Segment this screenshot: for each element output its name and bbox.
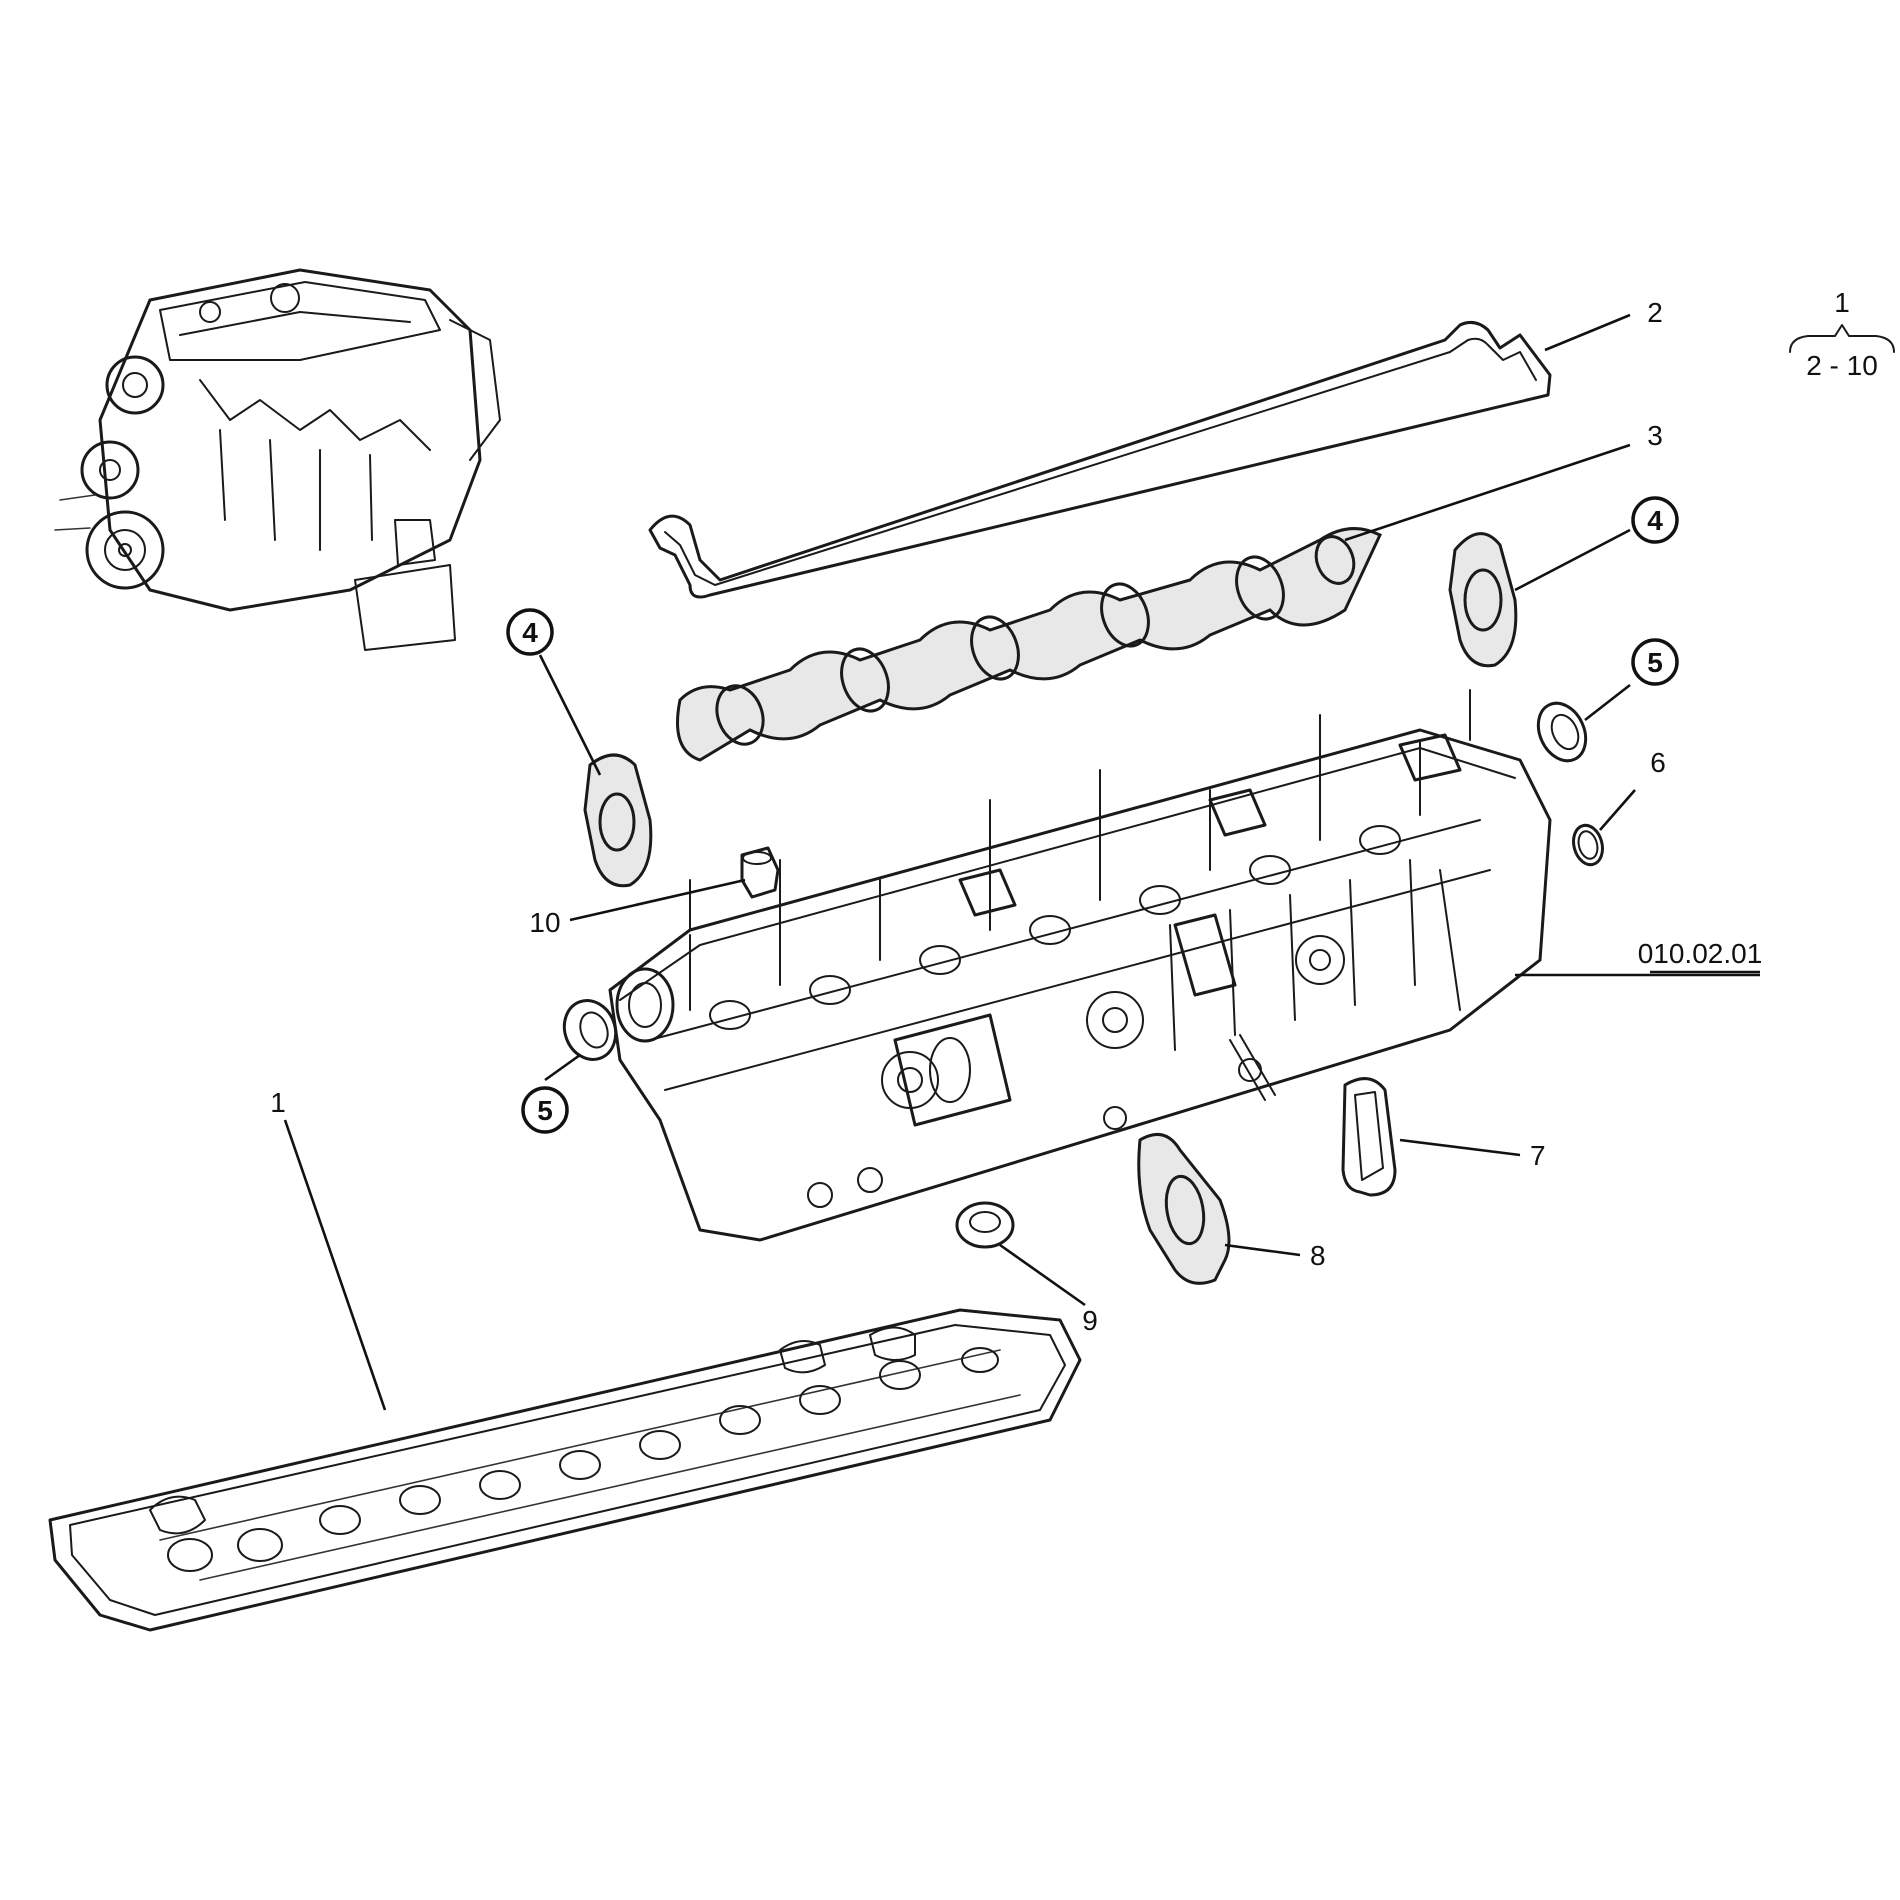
callout-3: 3 [1647,420,1663,451]
callout-2: 2 [1647,297,1663,328]
callout-5-left-ring [521,1086,569,1134]
oil-seal-right [1536,701,1588,763]
engine-overview-illustration [54,268,501,651]
reference-bracket: 1 2 - 10 [1789,287,1895,381]
callout-4-left-ring [506,608,554,656]
reference-range: 2 - 10 [1806,350,1878,381]
callout-5-right-ring [1631,638,1679,686]
flange-gasket-left [583,753,653,888]
reference-top-number: 1 [1834,287,1850,318]
callout-10: 10 [529,907,560,938]
rectangular-gasket [1341,1077,1397,1197]
intake-manifold-gasket [676,527,1382,762]
callout-4-right: 4 [1647,505,1663,536]
o-ring [1572,823,1604,867]
callout-5-left: 5 [537,1095,553,1126]
exhaust-flange-gasket [1137,1132,1231,1285]
callout-4-right-ring [1631,496,1679,544]
screw-plug [740,846,780,899]
callout-4-left: 4 [522,617,538,648]
callout-5-right: 5 [1647,647,1663,678]
valve-cover-gasket [648,320,1552,599]
cylinder-head [608,689,1552,1242]
callout-9: 9 [1082,1305,1098,1336]
callout-8: 8 [1310,1240,1326,1271]
callout-1: 1 [270,1087,286,1118]
callout-6: 6 [1650,747,1666,778]
callout-7: 7 [1530,1140,1546,1171]
gasket-set [48,1308,1082,1632]
sealing-cap [955,1201,1015,1249]
leader-lines [283,313,1760,1411]
oil-seal-left [562,999,618,1061]
part-number-label: 010.02.01 [1638,938,1763,969]
flange-gasket-right [1448,532,1518,668]
